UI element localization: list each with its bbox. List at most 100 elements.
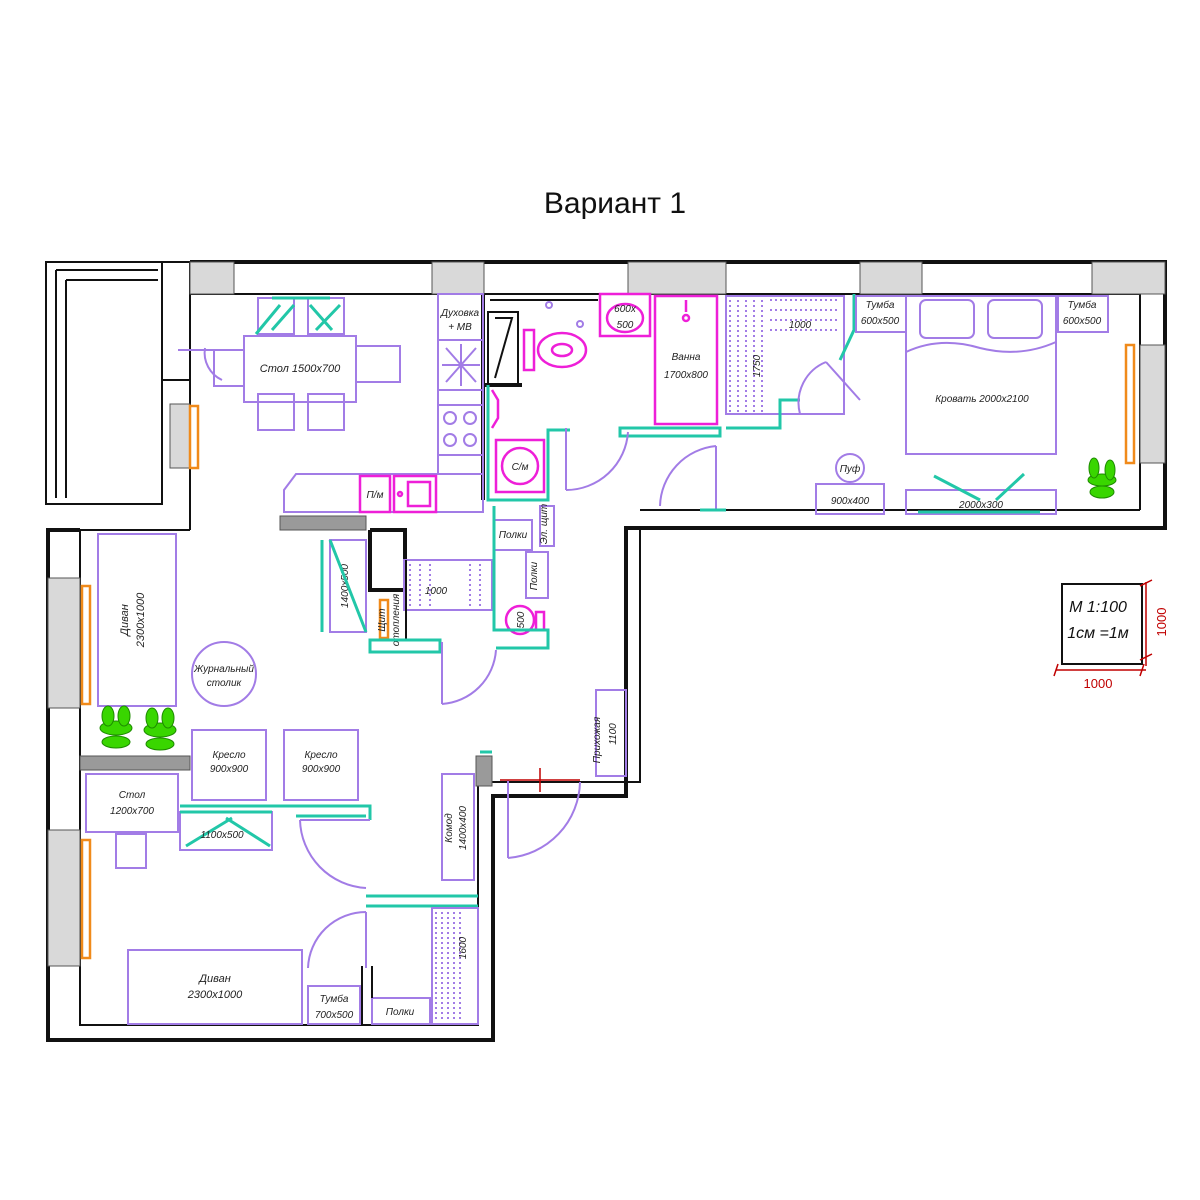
wardrobe-living xyxy=(329,539,367,633)
entrance-marker xyxy=(500,768,580,792)
svg-text:+ МВ: + МВ xyxy=(448,322,472,333)
svg-text:1700х800: 1700х800 xyxy=(664,370,708,381)
washing-machine xyxy=(494,438,546,494)
svg-text:600х: 600х xyxy=(614,304,637,315)
radiator xyxy=(80,584,92,706)
svg-text:Щит: Щит xyxy=(377,608,388,631)
room2-door xyxy=(299,819,370,889)
svg-text:Полки: Полки xyxy=(499,530,528,541)
toilet-2 xyxy=(504,604,536,636)
wardrobe-room2 xyxy=(431,907,479,1025)
toilet xyxy=(536,331,588,369)
svg-text:Прихожая: Прихожая xyxy=(592,716,603,763)
sofa-living xyxy=(97,533,177,707)
washbasin xyxy=(598,292,652,338)
electrical-panel xyxy=(539,505,555,547)
wardrobe-door xyxy=(797,361,861,415)
svg-text:Комод: Комод xyxy=(444,813,455,843)
chest-of-drawers xyxy=(441,773,475,881)
svg-text:Кресло: Кресло xyxy=(212,750,246,761)
bedroom: Тумба 600х500 Тумба 600х500 Кровать 2000… xyxy=(815,295,1117,515)
radiator xyxy=(188,404,200,470)
svg-text:столик: столик xyxy=(207,678,243,689)
wc-door xyxy=(441,642,497,705)
bathroom: 600х 500 Ванна 1700х800 С/м xyxy=(486,292,722,502)
svg-text:Ванна: Ванна xyxy=(672,352,701,363)
counter-bottom xyxy=(283,473,484,513)
svg-text:1см =1м: 1см =1м xyxy=(1067,625,1129,642)
living-room: Диван 2300х1000 Журнальный столик Кресло… xyxy=(97,533,492,820)
plan-title: Вариант 1 xyxy=(544,187,686,220)
partition-kitchen xyxy=(279,515,367,531)
svg-text:2300х1000: 2300х1000 xyxy=(187,989,243,1001)
svg-text:отопления: отопления xyxy=(391,593,402,646)
bathroom-door xyxy=(565,428,629,492)
svg-text:900х900: 900х900 xyxy=(302,764,341,775)
plant-icon xyxy=(143,707,177,751)
chair xyxy=(307,393,345,431)
svg-text:Стол: Стол xyxy=(119,790,146,801)
hallway: 1400х500 1000 Щит отопления Полки Полки … xyxy=(320,504,627,859)
window xyxy=(1139,344,1166,464)
svg-text:Полки: Полки xyxy=(386,1007,415,1018)
window xyxy=(859,261,923,295)
kitchen: Стол 1500х700 Духовка + МВ П/м xyxy=(178,293,484,514)
svg-text:1600: 1600 xyxy=(458,936,469,959)
svg-text:С/м: С/м xyxy=(512,462,529,473)
svg-text:500: 500 xyxy=(617,320,634,331)
svg-text:Кровать 2000х2100: Кровать 2000х2100 xyxy=(935,394,1029,405)
svg-text:1100х500: 1100х500 xyxy=(200,830,244,841)
svg-text:Кресло: Кресло xyxy=(304,750,338,761)
shelf-hallway xyxy=(403,559,493,611)
dishwasher xyxy=(358,474,392,514)
kitchen-sink xyxy=(392,474,438,514)
armchair-1 xyxy=(191,729,267,801)
shelves-room2 xyxy=(371,997,431,1025)
plant-icon xyxy=(99,705,133,749)
pouf-bench xyxy=(815,483,885,515)
svg-text:Тумба: Тумба xyxy=(320,993,349,1005)
svg-text:500: 500 xyxy=(516,611,527,628)
nightstand-room2 xyxy=(307,985,361,1025)
chair xyxy=(213,349,245,387)
svg-text:2000х300: 2000х300 xyxy=(958,500,1003,511)
svg-text:Пуф: Пуф xyxy=(840,463,861,475)
svg-text:Эл. щит: Эл. щит xyxy=(539,504,550,545)
svg-text:Журнальный: Журнальный xyxy=(193,664,254,675)
bedroom-door xyxy=(659,445,717,510)
desk xyxy=(85,773,179,833)
svg-text:900х400: 900х400 xyxy=(831,496,870,507)
balcony-door xyxy=(178,347,244,381)
svg-text:Полки: Полки xyxy=(529,561,540,590)
balcony xyxy=(45,261,163,505)
svg-text:1200х700: 1200х700 xyxy=(110,806,154,817)
bed xyxy=(905,295,1057,455)
svg-text:1400х400: 1400х400 xyxy=(458,806,469,850)
radiator xyxy=(80,838,92,960)
svg-text:1000: 1000 xyxy=(789,320,812,331)
windows xyxy=(47,261,1166,967)
svg-text:1100: 1100 xyxy=(608,723,619,745)
window xyxy=(169,403,191,469)
svg-text:М 1:100: М 1:100 xyxy=(1069,599,1127,616)
window xyxy=(189,261,235,295)
toilet-tank xyxy=(522,328,536,372)
chair xyxy=(257,393,295,431)
svg-text:Диван: Диван xyxy=(197,973,231,985)
window xyxy=(1091,261,1166,295)
svg-text:600х500: 600х500 xyxy=(861,316,900,327)
svg-text:900х900: 900х900 xyxy=(210,764,249,775)
svg-text:Стол 1500х700: Стол 1500х700 xyxy=(260,363,341,375)
svg-text:1750: 1750 xyxy=(752,354,763,377)
coffee-table xyxy=(191,641,257,707)
sofa-room2 xyxy=(127,949,303,1025)
shower-tray xyxy=(487,311,519,385)
svg-text:1000: 1000 xyxy=(1154,608,1169,637)
chair xyxy=(307,297,345,335)
nightstand-right xyxy=(1057,295,1109,333)
window xyxy=(627,261,727,295)
svg-text:600х500: 600х500 xyxy=(1063,316,1102,327)
svg-text:Духовка: Духовка xyxy=(440,308,480,319)
radiator xyxy=(1124,343,1136,465)
